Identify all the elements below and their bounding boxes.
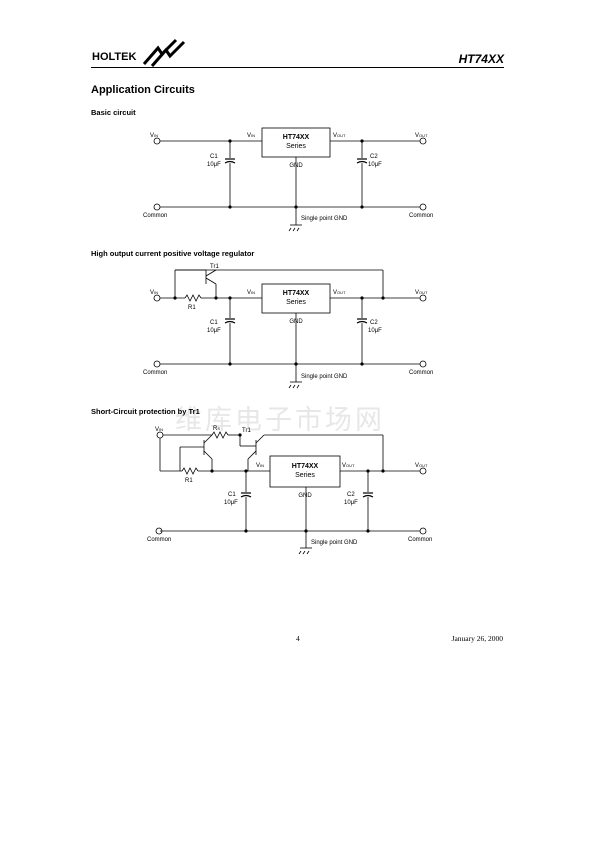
svg-text:Series: Series xyxy=(295,472,315,479)
vin-terminal xyxy=(153,137,161,145)
doc-title: HT74XX xyxy=(458,52,504,66)
svg-text:VOUT: VOUT xyxy=(415,463,428,469)
svg-text:C2: C2 xyxy=(370,154,378,160)
footer-date: January 26, 2000 xyxy=(451,634,503,643)
svg-text:VIN: VIN xyxy=(150,290,158,296)
svg-text:RS: RS xyxy=(213,426,220,432)
common-terminal-right xyxy=(419,203,427,211)
svg-text:VOUT: VOUT xyxy=(333,133,346,139)
circuit-title-high-current: High output current positive voltage reg… xyxy=(91,249,255,258)
resistor-rs xyxy=(211,431,229,439)
header-rule xyxy=(91,67,504,68)
svg-text:GND: GND xyxy=(289,319,303,325)
svg-text:VOUT: VOUT xyxy=(333,290,346,296)
svg-text:Series: Series xyxy=(286,299,306,306)
svg-text:HT74XX: HT74XX xyxy=(283,290,310,297)
svg-text:VIN: VIN xyxy=(247,133,255,139)
svg-text:VIN: VIN xyxy=(150,133,158,139)
section-title: Application Circuits xyxy=(91,84,195,96)
svg-text:Common: Common xyxy=(143,213,167,219)
regulator-chip xyxy=(269,455,341,488)
svg-text:VIN: VIN xyxy=(247,290,255,296)
svg-text:C1: C1 xyxy=(210,320,218,326)
holtek-logo: HOLTEK xyxy=(92,38,186,67)
brand-text: HOLTEK xyxy=(92,51,136,63)
capacitor-c1 xyxy=(224,158,236,164)
svg-text:HT74XX: HT74XX xyxy=(283,134,310,141)
svg-text:10μF: 10μF xyxy=(368,162,382,168)
svg-text:C2: C2 xyxy=(370,320,378,326)
svg-text:Series: Series xyxy=(286,143,306,150)
common-terminal-left xyxy=(153,203,161,211)
svg-text:Tr1: Tr1 xyxy=(242,428,251,434)
circuit-title-short-circuit: Short-Circuit protection by Tr1 xyxy=(91,407,200,416)
svg-text:10μF: 10μF xyxy=(207,162,221,168)
resistor-r1 xyxy=(181,467,199,475)
svg-text:VOUT: VOUT xyxy=(415,133,428,139)
high-current-circuit-diagram: VIN VIN VOUT VOUT HT74XX Series GND Tr1 … xyxy=(143,264,433,389)
svg-text:Common: Common xyxy=(147,537,171,543)
svg-text:C1: C1 xyxy=(210,154,218,160)
watermark: 维库电子市场网 xyxy=(175,405,385,436)
svg-text:Single point GND: Single point GND xyxy=(311,540,358,546)
svg-text:10μF: 10μF xyxy=(344,500,358,506)
svg-text:Common: Common xyxy=(408,537,432,543)
svg-text:Tr1: Tr1 xyxy=(210,264,219,270)
short-circuit-protection-diagram: VIN VIN VOUT VOUT HT74XX Series GND RS T… xyxy=(147,426,432,555)
svg-text:GND: GND xyxy=(289,163,303,169)
svg-text:VIN: VIN xyxy=(256,463,264,469)
basic-circuit-diagram: VIN VIN VOUT VOUT HT74XX Series GND C1 1… xyxy=(143,127,433,232)
vout-terminal xyxy=(419,137,427,145)
svg-text:Single point GND: Single point GND xyxy=(301,216,348,222)
resistor-r1 xyxy=(184,294,202,302)
svg-text:R1: R1 xyxy=(188,305,196,311)
svg-text:Common: Common xyxy=(143,370,167,376)
svg-text:10μF: 10μF xyxy=(207,328,221,334)
circuit-title-basic: Basic circuit xyxy=(91,108,136,117)
ground-symbol xyxy=(288,224,302,232)
svg-text:R1: R1 xyxy=(185,478,193,484)
svg-text:VIN: VIN xyxy=(155,427,163,433)
page-number: 4 xyxy=(296,634,300,643)
svg-text:VOUT: VOUT xyxy=(342,463,355,469)
svg-text:10μF: 10μF xyxy=(224,500,238,506)
svg-text:C2: C2 xyxy=(347,492,355,498)
svg-text:Common: Common xyxy=(409,213,433,219)
svg-text:VOUT: VOUT xyxy=(415,290,428,296)
svg-text:C1: C1 xyxy=(228,492,236,498)
svg-text:GND: GND xyxy=(298,493,312,499)
capacitor-c2 xyxy=(356,158,368,164)
svg-text:10μF: 10μF xyxy=(368,328,382,334)
svg-text:Common: Common xyxy=(409,370,433,376)
svg-text:Single point GND: Single point GND xyxy=(301,374,348,380)
svg-text:HT74XX: HT74XX xyxy=(292,463,319,470)
